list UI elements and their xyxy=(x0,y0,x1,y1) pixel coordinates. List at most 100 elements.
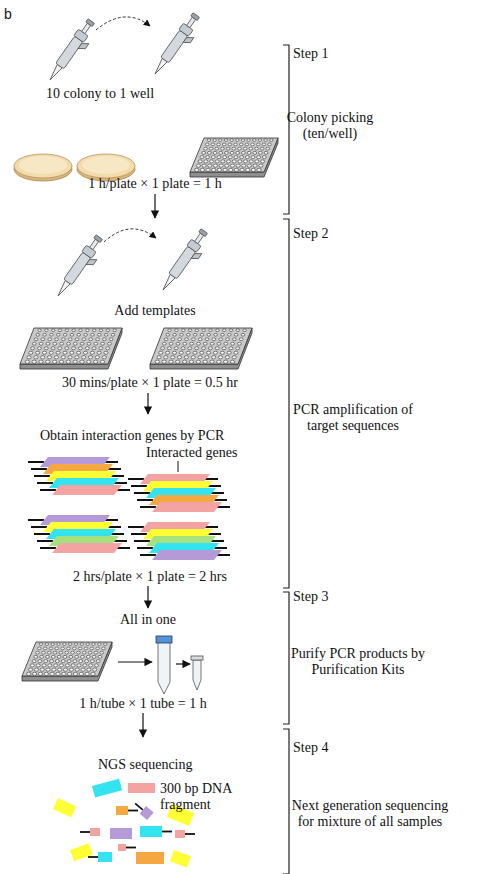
pipette-tip xyxy=(56,280,71,297)
plate-well xyxy=(175,329,178,332)
plate-well xyxy=(256,143,260,146)
fragment-block xyxy=(140,826,162,837)
plate-well xyxy=(62,338,66,341)
plate-well xyxy=(228,156,232,159)
plate-well xyxy=(58,347,62,350)
plate-well xyxy=(59,360,63,363)
plate-well xyxy=(230,360,234,363)
plate-well xyxy=(258,151,262,154)
plate-well xyxy=(111,333,115,336)
plate-well xyxy=(63,351,67,354)
plate-well xyxy=(103,643,106,646)
time-estimate: 1 h/plate × 1 plate = 1 h xyxy=(55,176,255,192)
plate-well xyxy=(217,342,221,345)
plate-well xyxy=(215,147,219,150)
plate-well xyxy=(232,356,236,359)
plate-well xyxy=(207,351,211,354)
plate-well xyxy=(217,156,221,159)
plate-well xyxy=(106,329,109,332)
panel-letter: b xyxy=(4,6,24,22)
plate-well xyxy=(72,347,76,350)
plate-well xyxy=(191,356,195,359)
plate-well xyxy=(68,338,72,341)
plate-well xyxy=(221,147,225,150)
plate-well xyxy=(66,360,70,363)
dna-fragment xyxy=(132,800,154,821)
tube-body xyxy=(158,642,170,694)
plate-well xyxy=(230,151,234,154)
plate-well xyxy=(94,342,98,345)
step-label: Step 4 xyxy=(293,740,363,756)
plate-well xyxy=(169,360,173,363)
plate-well xyxy=(192,338,196,341)
plate-well xyxy=(92,643,95,646)
fragment-block xyxy=(116,806,128,815)
plate-well xyxy=(208,347,212,350)
plate-well xyxy=(262,156,266,159)
plate-well xyxy=(225,164,229,167)
pipette-body xyxy=(64,252,91,285)
plate-well xyxy=(239,338,243,341)
plate-well xyxy=(60,342,64,345)
plate-well xyxy=(80,643,83,646)
plate-well xyxy=(79,660,83,663)
plate-well xyxy=(185,338,189,341)
plate-well xyxy=(86,329,89,332)
plate-well xyxy=(54,664,58,667)
plate-well xyxy=(173,333,177,336)
plate-well xyxy=(75,655,79,658)
plate-well xyxy=(222,143,226,146)
plate-well xyxy=(210,360,214,363)
plate-well xyxy=(77,351,81,354)
plate-well xyxy=(39,360,43,363)
plate-well xyxy=(77,664,81,667)
plate-well xyxy=(63,333,67,336)
plate-well xyxy=(231,342,235,345)
pipette-tip xyxy=(153,58,168,75)
plate-well xyxy=(32,672,36,675)
plate-well xyxy=(190,342,194,345)
plate-well xyxy=(46,342,50,345)
plate-well xyxy=(227,351,231,354)
fragment-block xyxy=(140,806,154,820)
plate-well xyxy=(59,664,63,667)
pcr-product-stack xyxy=(128,474,230,512)
well-plate xyxy=(150,328,252,369)
fragment-block xyxy=(90,828,100,836)
plate-well xyxy=(70,351,74,354)
step-description: PCR amplification of target sequences xyxy=(282,402,424,434)
plate-well xyxy=(96,660,100,663)
plate-well xyxy=(46,655,50,658)
pipette-button xyxy=(191,13,200,21)
plate-well xyxy=(47,356,51,359)
dna-fragment xyxy=(128,783,155,793)
flow-arrow xyxy=(147,393,148,414)
plate-well xyxy=(96,647,100,650)
plate-well xyxy=(106,347,110,350)
plate-well xyxy=(67,660,71,663)
plate-well xyxy=(166,351,170,354)
plate-well xyxy=(29,351,33,354)
pcr-product-stack xyxy=(128,522,230,560)
plate-well xyxy=(32,660,36,663)
plate-well xyxy=(50,672,54,675)
plate-well xyxy=(75,668,79,671)
plate-well xyxy=(34,338,38,341)
plate-well xyxy=(41,338,45,341)
plate-well xyxy=(54,356,58,359)
plate-well xyxy=(102,356,106,359)
primer-line xyxy=(37,482,53,484)
plate-well xyxy=(36,351,40,354)
dna-fragment xyxy=(118,844,136,851)
transfer-arrow xyxy=(96,17,150,30)
plate-well xyxy=(58,668,62,671)
well-plate xyxy=(22,642,112,681)
plate-well xyxy=(249,147,253,150)
plate-side xyxy=(190,138,278,177)
plate-well xyxy=(247,164,251,167)
plate-well xyxy=(222,347,226,350)
pcr-product-stack xyxy=(28,457,130,495)
plate-well xyxy=(89,664,93,667)
primer-line xyxy=(137,499,153,501)
plate-well xyxy=(87,342,91,345)
